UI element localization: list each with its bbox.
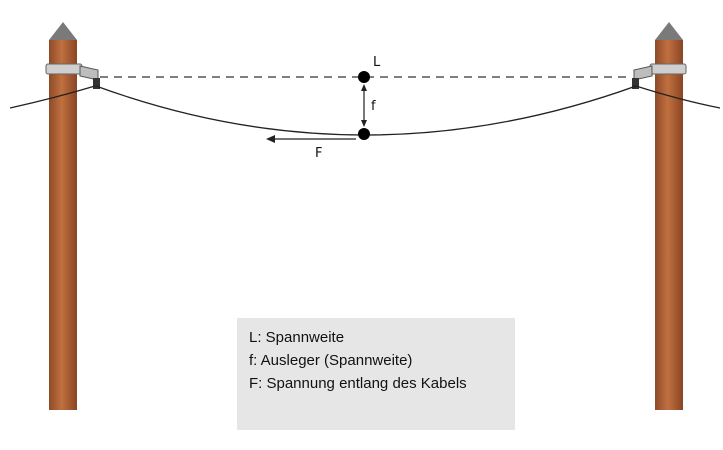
legend-item-span: L: Spannweite [249,329,345,346]
left-pole-shaft [49,40,77,410]
cable-left-outer [9,85,96,109]
right-insulator [633,65,653,81]
right-pole [632,22,687,410]
right-pole-clamp [649,63,687,75]
left-pole-cap [49,22,77,40]
left-pole-clamp [45,63,83,75]
cable-right-outer [635,85,721,109]
left-pole [45,22,100,410]
tension-label: F [315,146,322,161]
legend-item-sag: f: Ausleger (Spannweite) [249,352,413,369]
right-insulator-hook [632,78,639,89]
left-insulator-hook [93,78,100,89]
span-point [358,71,370,83]
right-pole-shaft [655,40,683,410]
sag-point [358,128,370,140]
tension-arrow [266,135,356,143]
sag-arrow [361,84,367,127]
right-pole-cap [655,22,683,40]
legend-box: L: Spannweite f: Ausleger (Spannweite) F… [237,318,515,430]
left-insulator [79,65,99,81]
legend-item-tension: F: Spannung entlang des Kabels [249,375,467,392]
sag-label: f [371,99,376,114]
span-label: L [373,55,381,70]
cable-span [95,85,637,136]
